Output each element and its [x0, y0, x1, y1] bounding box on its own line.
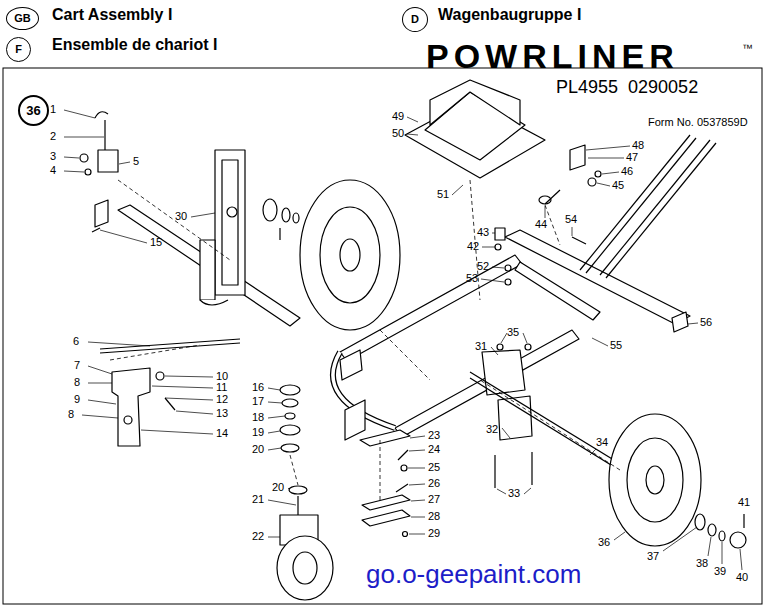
callout-number: 12 — [216, 393, 228, 405]
title-text: Wagenbaugruppe I — [438, 6, 581, 24]
callout-number: 6 — [73, 335, 79, 347]
node-text: 36 — [26, 104, 40, 117]
callout-circle: 36 — [18, 95, 49, 126]
callout-number: 7 — [74, 359, 80, 371]
callout-number: 5 — [133, 155, 139, 167]
callout-number: 31 — [475, 340, 487, 352]
callout-number: 21 — [252, 493, 264, 505]
callout-number: 14 — [216, 427, 228, 439]
callout-number: 43 — [477, 226, 489, 238]
callout-number: 36 — [598, 536, 610, 548]
callout-number: 1 — [50, 103, 56, 115]
node-text: F — [15, 44, 22, 55]
callout-number: 13 — [216, 407, 228, 419]
callout-number: 35 — [507, 326, 519, 338]
callout-number: 55 — [610, 339, 622, 351]
callout-number: 19 — [252, 426, 264, 438]
callout-number: 23 — [428, 429, 440, 441]
callout-number: 10 — [216, 370, 228, 382]
callout-number: 28 — [428, 510, 440, 522]
callout-number: 44 — [535, 218, 547, 230]
language-oval: GB — [6, 7, 39, 30]
callout-number: 56 — [700, 316, 712, 328]
callout-number: 15 — [150, 236, 162, 248]
callout-number: 39 — [714, 565, 726, 577]
callout-number: 42 — [467, 240, 479, 252]
callout-number: 41 — [738, 496, 750, 508]
callout-number: 37 — [647, 550, 659, 562]
callout-number: 16 — [252, 381, 264, 393]
node-text: D — [411, 14, 419, 25]
callout-number: 50 — [392, 127, 404, 139]
callout-number: 4 — [50, 164, 56, 176]
callout-number: 2 — [50, 130, 56, 142]
callout-number: 52 — [477, 260, 489, 272]
callout-number: 48 — [632, 139, 644, 151]
language-oval: F — [6, 37, 31, 62]
language-oval: D — [402, 7, 428, 32]
callout-number: 18 — [252, 411, 264, 423]
callout-number: 49 — [392, 110, 404, 122]
callout-number: 17 — [252, 395, 264, 407]
callout-number: 34 — [596, 436, 608, 448]
callout-number: 11 — [216, 381, 227, 393]
callout-number: 8 — [74, 376, 80, 388]
callout-number: 22 — [252, 530, 264, 542]
callout-number: 20 — [252, 443, 264, 455]
callout-number: 29 — [428, 527, 440, 539]
node-text: GB — [14, 13, 31, 24]
title-text: Cart Assembly I — [52, 6, 172, 24]
callout-number: 54 — [565, 213, 577, 225]
callout-number: 26 — [428, 477, 440, 489]
callout-number: 45 — [612, 179, 624, 191]
callout-number: 30 — [175, 210, 187, 222]
title-text: Ensemble de chariot I — [52, 36, 217, 54]
callout-number: 51 — [437, 188, 449, 200]
title-text: POWRLINER — [426, 38, 679, 75]
callout-number: 38 — [696, 557, 708, 569]
callout-number: 24 — [428, 443, 440, 455]
watermark: go.o-geepaint.com — [366, 560, 581, 589]
callout-number: 33 — [508, 487, 520, 499]
title-text: ™ — [742, 42, 753, 54]
callout-number: 46 — [621, 165, 633, 177]
frame-border — [3, 68, 762, 604]
callout-number: 47 — [626, 151, 638, 163]
callout-number: 25 — [428, 461, 440, 473]
callout-number: 9 — [74, 393, 80, 405]
callout-number: 20 — [272, 481, 284, 493]
callout-number: 32 — [486, 423, 498, 435]
callout-number: 40 — [736, 571, 748, 583]
title-text: Form No. 0537859D — [648, 116, 748, 128]
callout-number: 27 — [428, 493, 440, 505]
callout-number: 53 — [466, 272, 478, 284]
callout-number: 3 — [50, 150, 56, 162]
callout-number: 8 — [68, 408, 74, 420]
title-text: PL4955 0290052 — [556, 78, 698, 98]
